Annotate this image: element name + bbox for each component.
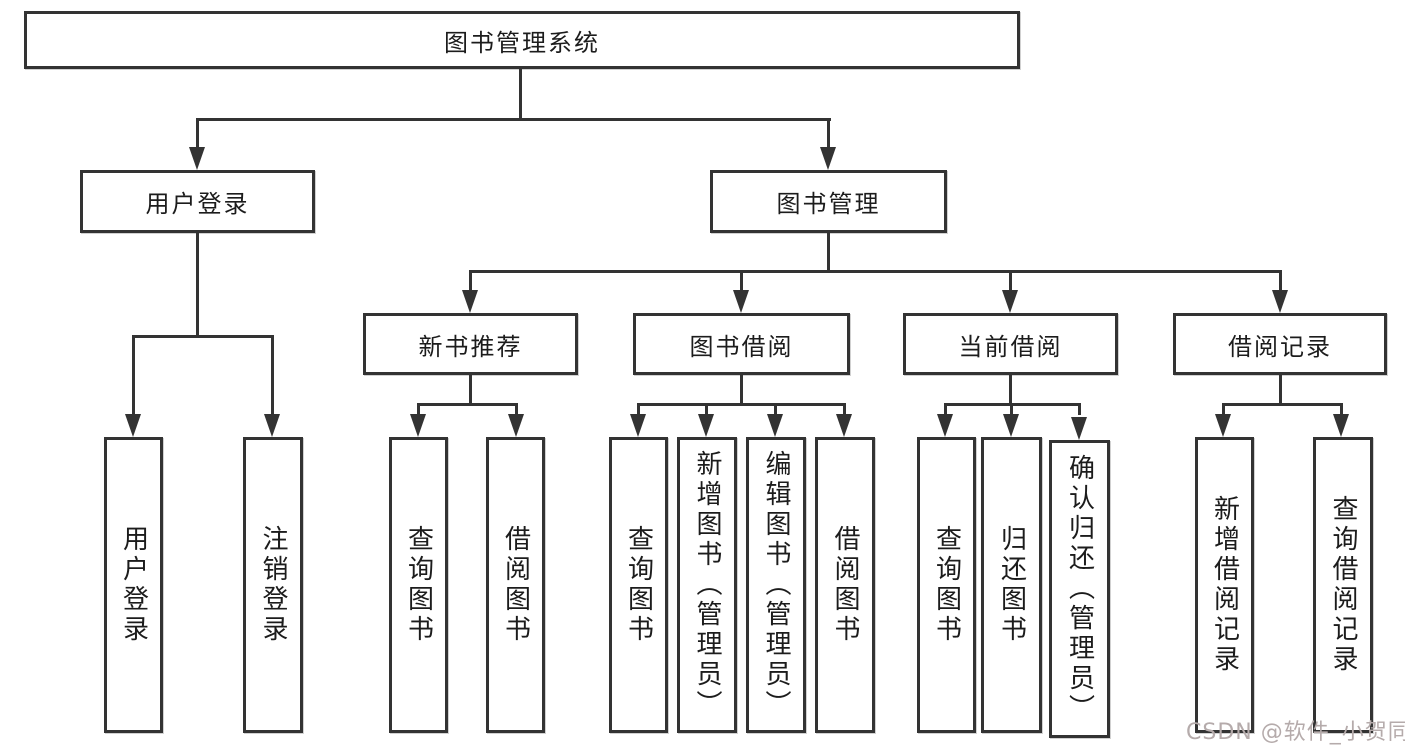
arrow-down-icon [1002, 290, 1018, 313]
node-new-book-recommend: 新书推荐 [363, 313, 578, 375]
connector-line [1279, 270, 1282, 290]
node-borrow-record-label: 借阅记录 [1228, 332, 1332, 361]
leaf-confirm-return-label: 确认归还（管理员） [1064, 454, 1095, 724]
node-book-borrow: 图书借阅 [633, 313, 850, 375]
leaf-logout-label: 注销登录 [258, 525, 288, 645]
leaf-confirm-return: 确认归还（管理员） [1049, 440, 1110, 738]
leaf-newbook-borrow: 借阅图书 [486, 437, 545, 733]
connector-line [417, 403, 518, 406]
connector-line [705, 403, 708, 415]
leaf-borrow-query: 查询图书 [609, 437, 668, 733]
arrow-down-icon [733, 290, 749, 313]
connector-line [827, 118, 830, 147]
connector-line [469, 375, 472, 405]
leaf-record-add: 新增借阅记录 [1195, 437, 1254, 733]
connector-line [1009, 270, 1012, 290]
connector-line [827, 233, 830, 273]
arrow-down-icon [462, 290, 478, 313]
connector-line [196, 118, 831, 121]
leaf-newbook-borrow-label: 借阅图书 [500, 525, 531, 645]
connector-line [843, 403, 846, 415]
connector-line [774, 403, 777, 415]
connector-line [469, 270, 472, 290]
connector-line [519, 69, 522, 121]
arrow-down-icon [1333, 414, 1349, 437]
connector-line [637, 403, 640, 415]
leaf-current-query: 查询图书 [917, 437, 976, 733]
leaf-borrow-query-label: 查询图书 [623, 525, 654, 645]
node-new-book-recommend-label: 新书推荐 [418, 332, 523, 361]
arrow-down-icon [1003, 414, 1019, 437]
connector-line [1222, 403, 1225, 415]
leaf-user-login-label: 用户登录 [118, 525, 149, 645]
leaf-current-query-label: 查询图书 [931, 525, 962, 645]
arrow-down-icon [189, 147, 205, 170]
connector-line [132, 335, 135, 414]
node-user-login-label: 用户登录 [145, 190, 250, 218]
node-current-borrow: 当前借阅 [903, 313, 1118, 375]
leaf-borrow-add-book: 新增图书（管理员） [677, 437, 737, 733]
leaf-record-add-label: 新增借阅记录 [1209, 495, 1240, 675]
arrow-down-icon [630, 414, 646, 437]
arrow-down-icon [410, 414, 426, 437]
connector-line [740, 375, 743, 405]
arrow-down-icon [937, 414, 953, 437]
connector-line [515, 403, 518, 415]
connector-line [417, 403, 420, 415]
connector-line [1078, 403, 1081, 415]
leaf-newbook-query: 查询图书 [389, 437, 448, 733]
connector-line [469, 270, 1282, 273]
node-book-borrow-label: 图书借阅 [689, 332, 794, 361]
connector-line [637, 403, 846, 406]
node-user-login: 用户登录 [80, 170, 315, 233]
connector-line [271, 335, 274, 414]
connector-line [1340, 403, 1343, 415]
arrow-down-icon [820, 147, 836, 170]
leaf-borrow-book: 借阅图书 [815, 437, 875, 733]
leaf-user-login: 用户登录 [104, 437, 163, 733]
leaf-logout: 注销登录 [243, 437, 303, 733]
leaf-borrow-edit-book-label: 编辑图书（管理员） [761, 450, 791, 720]
connector-line [740, 270, 743, 290]
node-borrow-record: 借阅记录 [1173, 313, 1387, 375]
leaf-borrow-add-book-label: 新增图书（管理员） [692, 450, 722, 720]
connector-line [1279, 375, 1282, 405]
arrow-down-icon [1215, 414, 1231, 437]
connector-line [132, 335, 274, 338]
connector-line [196, 233, 199, 338]
csdn-watermark: CSDN @软件_小贺同学 [1186, 720, 1405, 745]
leaf-borrow-edit-book: 编辑图书（管理员） [746, 437, 806, 733]
arrow-down-icon [836, 414, 852, 437]
arrow-down-icon [1272, 290, 1288, 313]
node-root-label: 图书管理系统 [444, 28, 600, 57]
connector-line [1010, 403, 1013, 415]
arrow-down-icon [264, 414, 280, 437]
connector-line [1222, 403, 1343, 406]
connector-line [1009, 375, 1012, 405]
node-book-management: 图书管理 [710, 170, 947, 233]
node-root: 图书管理系统 [24, 11, 1020, 69]
arrow-down-icon [698, 414, 714, 437]
leaf-borrow-book-label: 借阅图书 [830, 525, 860, 645]
node-book-management-label: 图书管理 [776, 190, 881, 218]
leaf-newbook-query-label: 查询图书 [403, 525, 434, 645]
leaf-record-query: 查询借阅记录 [1313, 437, 1373, 733]
leaf-record-query-label: 查询借阅记录 [1328, 495, 1358, 675]
arrow-down-icon [125, 414, 141, 437]
arrow-down-icon [767, 414, 783, 437]
leaf-return-book: 归还图书 [981, 437, 1042, 733]
arrow-down-icon [1071, 417, 1087, 440]
connector-line [196, 118, 199, 147]
connector-line [944, 403, 947, 415]
arrow-down-icon [508, 414, 524, 437]
node-current-borrow-label: 当前借阅 [958, 332, 1063, 361]
leaf-return-book-label: 归还图书 [996, 525, 1027, 645]
